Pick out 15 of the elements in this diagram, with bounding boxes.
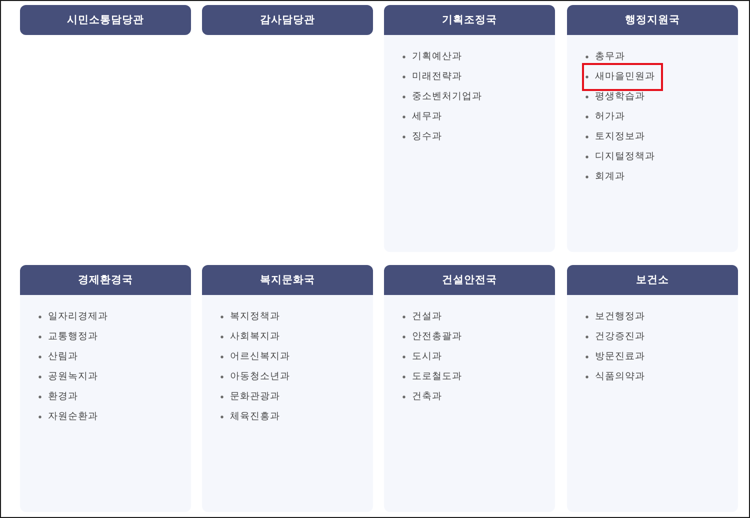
department-card bbox=[202, 265, 373, 512]
highlight-box: 새마을민원과 bbox=[582, 63, 663, 91]
department-card bbox=[567, 5, 738, 252]
department-card bbox=[384, 265, 555, 512]
department-card bbox=[20, 265, 191, 512]
card-title: 복지문화국 bbox=[260, 273, 315, 288]
card-title: 행정지원국 bbox=[625, 13, 680, 28]
card-title: 보건소 bbox=[636, 273, 669, 288]
card-title: 기획조정국 bbox=[442, 13, 497, 28]
header-bar: 시민소통담당관 bbox=[20, 5, 191, 35]
card-title: 건설안전국 bbox=[442, 273, 497, 288]
department-card bbox=[567, 265, 738, 512]
department-card bbox=[384, 5, 555, 252]
card-title: 경제환경국 bbox=[78, 273, 133, 288]
header-bar: 감사담당관 bbox=[202, 5, 373, 35]
